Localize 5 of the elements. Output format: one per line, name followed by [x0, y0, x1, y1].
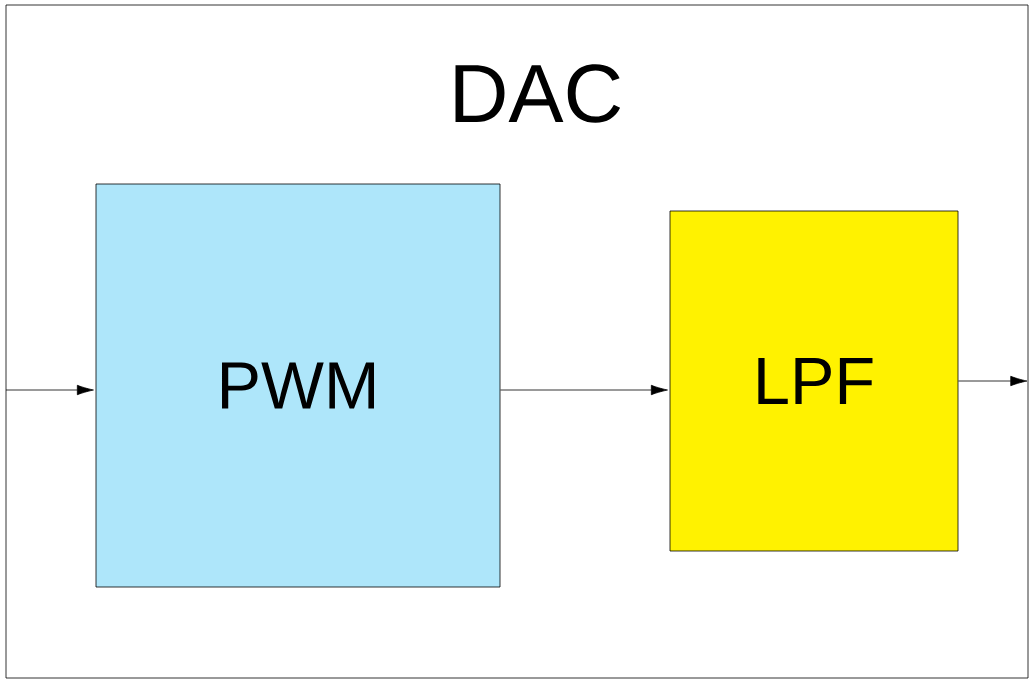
- arrow: [958, 375, 1028, 387]
- process-box: PWM: [95, 183, 501, 588]
- arrow: [500, 384, 668, 396]
- process-box: LPF: [669, 210, 959, 552]
- arrow: [5, 384, 94, 396]
